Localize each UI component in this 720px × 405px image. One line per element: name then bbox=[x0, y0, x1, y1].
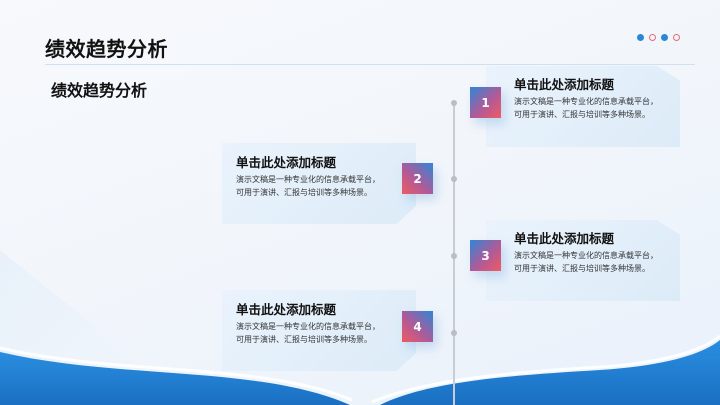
timeline-dot-icon bbox=[451, 330, 457, 336]
pager-dot-icon bbox=[661, 34, 668, 41]
card-title[interactable]: 单击此处添加标题 bbox=[514, 77, 615, 92]
card-desc-line: 可用于演讲、汇报与培训等多种场景。 bbox=[514, 110, 650, 119]
card-desc-line: 演示文稿是一种专业化的信息承载平台， bbox=[236, 175, 380, 184]
step-badge-3: 3 bbox=[470, 240, 501, 271]
step-badge-1: 1 bbox=[470, 87, 501, 118]
timeline-dot-icon bbox=[451, 176, 457, 182]
card-description[interactable]: 演示文稿是一种专业化的信息承载平台， 可用于演讲、汇报与培训等多种场景。 bbox=[514, 95, 658, 121]
card-desc-line: 可用于演讲、汇报与培训等多种场景。 bbox=[514, 264, 650, 273]
timeline-dot-icon bbox=[451, 100, 457, 106]
card-title[interactable]: 单击此处添加标题 bbox=[236, 302, 337, 317]
timeline-card-2[interactable]: 单击此处添加标题 演示文稿是一种专业化的信息承载平台， 可用于演讲、汇报与培训等… bbox=[222, 143, 416, 224]
card-description[interactable]: 演示文稿是一种专业化的信息承载平台， 可用于演讲、汇报与培训等多种场景。 bbox=[236, 320, 380, 346]
card-desc-line: 演示文稿是一种专业化的信息承载平台， bbox=[514, 251, 658, 260]
pager-dot-icon bbox=[637, 34, 644, 41]
card-desc-line: 演示文稿是一种专业化的信息承载平台， bbox=[514, 97, 658, 106]
card-description[interactable]: 演示文稿是一种专业化的信息承载平台， 可用于演讲、汇报与培训等多种场景。 bbox=[236, 173, 380, 199]
timeline-card-3[interactable]: 单击此处添加标题 演示文稿是一种专业化的信息承载平台， 可用于演讲、汇报与培训等… bbox=[486, 220, 680, 301]
pager-ring-icon bbox=[673, 34, 680, 41]
step-badge-2: 2 bbox=[402, 163, 433, 194]
timeline-card-4[interactable]: 单击此处添加标题 演示文稿是一种专业化的信息承载平台， 可用于演讲、汇报与培训等… bbox=[222, 290, 416, 371]
card-desc-line: 可用于演讲、汇报与培训等多种场景。 bbox=[236, 335, 372, 344]
card-desc-line: 可用于演讲、汇报与培训等多种场景。 bbox=[236, 188, 372, 197]
pager-ring-icon bbox=[649, 34, 656, 41]
step-badge-4: 4 bbox=[402, 311, 433, 342]
section-title: 绩效趋势分析 bbox=[51, 81, 148, 100]
card-description[interactable]: 演示文稿是一种专业化的信息承载平台， 可用于演讲、汇报与培训等多种场景。 bbox=[514, 249, 658, 275]
card-title[interactable]: 单击此处添加标题 bbox=[236, 155, 337, 170]
timeline-dot-icon bbox=[451, 253, 457, 259]
timeline-card-1[interactable]: 单击此处添加标题 演示文稿是一种专业化的信息承载平台， 可用于演讲、汇报与培训等… bbox=[486, 66, 680, 147]
card-title[interactable]: 单击此处添加标题 bbox=[514, 231, 615, 246]
card-desc-line: 演示文稿是一种专业化的信息承载平台， bbox=[236, 322, 380, 331]
slide-pager-decoration bbox=[637, 34, 680, 41]
header-divider bbox=[45, 64, 695, 65]
page-title: 绩效趋势分析 bbox=[45, 37, 168, 61]
